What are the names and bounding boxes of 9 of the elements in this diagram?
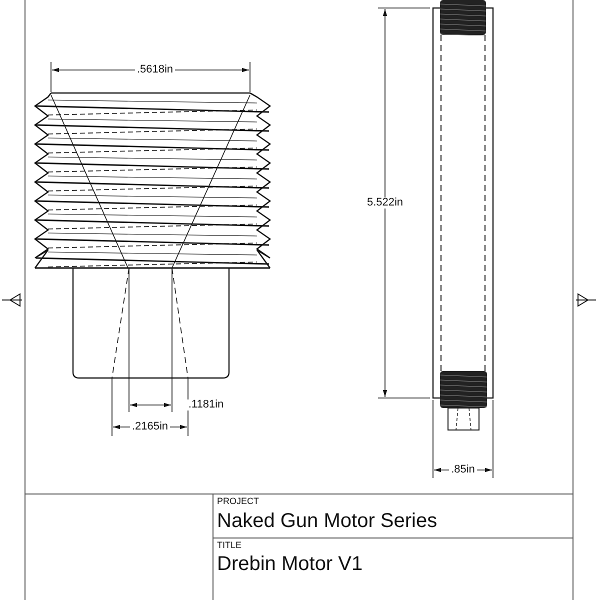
dimension-label: .1181in bbox=[186, 400, 226, 410]
dimension-label: 5.522in bbox=[364, 198, 406, 208]
dimension-label: .5618in bbox=[134, 64, 176, 76]
field-label: TITLE bbox=[217, 541, 242, 550]
dimension-label: .85in bbox=[449, 464, 477, 476]
dimension-label: .2165in bbox=[130, 422, 170, 432]
field-label: PROJECT bbox=[217, 497, 260, 506]
drawing-title: Drebin Motor V1 bbox=[217, 554, 363, 574]
project-name: Naked Gun Motor Series bbox=[217, 511, 438, 531]
